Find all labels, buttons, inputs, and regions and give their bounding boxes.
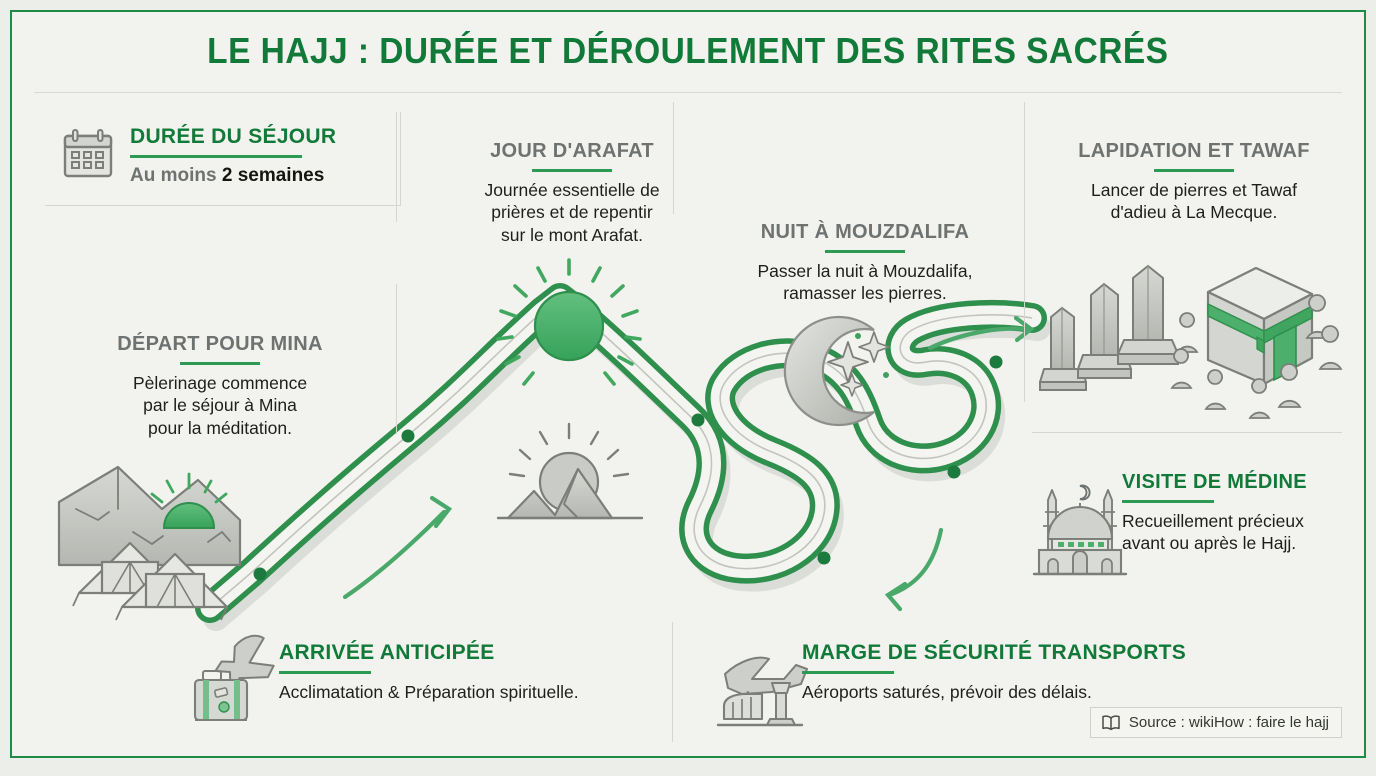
airport-plane-icon <box>716 656 808 727</box>
block-body: Acclimatation & Préparation spirituelle. <box>279 682 579 703</box>
mountain-sun-icon <box>496 422 644 520</box>
duration-title: DURÉE DU SÉJOUR <box>130 125 337 148</box>
block-body: Recueillement précieux avant ou après le… <box>1122 511 1304 554</box>
block-rule <box>1154 169 1234 172</box>
block-title: LAPIDATION ET TAWAF <box>1078 140 1310 162</box>
block-title: NUIT À MOUZDALIFA <box>760 221 970 243</box>
duration-rule <box>130 155 302 159</box>
divider-vertical-center <box>673 102 674 214</box>
block-jour-arafat: JOUR D'ARAFAT Journée essentielle de pri… <box>444 141 700 246</box>
block-body: Passer la nuit à Mouzdalifa, ramasser le… <box>757 261 973 304</box>
road-milestone-dots <box>253 355 1003 581</box>
block-body: Lancer de pierres et Tawaf d'adieu à La … <box>1091 180 1297 223</box>
block-visite-medine: VISITE DE MÉDINE Recueillement précieux … <box>1122 472 1362 555</box>
source-label: Source : wikiHow : faire le hajj <box>1128 714 1329 731</box>
block-rule <box>1122 500 1214 503</box>
divider-vertical-bottom <box>672 622 673 742</box>
block-rule <box>825 250 905 253</box>
block-marge-securite: MARGE DE SÉCURITÉ TRANSPORTS Aéroports s… <box>802 641 1232 703</box>
crescent-moon-stars-icon <box>783 315 890 427</box>
block-body: Pèlerinage commence par le séjour à Mina… <box>132 373 308 438</box>
book-icon <box>1101 714 1121 731</box>
block-rule <box>279 671 371 675</box>
block-title: JOUR D'ARAFAT <box>490 140 654 162</box>
page-title: LE HAJJ : DURÉE ET DÉROULEMENT DES RITES… <box>207 30 1169 71</box>
duration-card: DURÉE DU SÉJOUR Au moins 2 semaines <box>45 112 401 206</box>
block-body: Journée essentielle de prières et de rep… <box>484 180 660 245</box>
header: LE HAJJ : DURÉE ET DÉROULEMENT DES RITES… <box>12 12 1364 90</box>
block-title: ARRIVÉE ANTICIPÉE <box>279 641 495 664</box>
mina-tents-icon <box>57 465 242 621</box>
divider-vertical-right <box>1024 102 1025 402</box>
block-title: MARGE DE SÉCURITÉ TRANSPORTS <box>802 641 1187 664</box>
arrow-forward-left <box>342 495 453 600</box>
block-depart-mina: DÉPART POUR MINA Pèlerinage commence par… <box>90 334 350 439</box>
divider-vertical-left-lower <box>396 284 397 434</box>
duration-subtitle: Au moins 2 semaines <box>130 165 325 187</box>
block-title: VISITE DE MÉDINE <box>1122 471 1307 493</box>
block-nuit-mouzdalifa: NUIT À MOUZDALIFA Passer la nuit à Mouzd… <box>718 222 1012 305</box>
source-chip: Source : wikiHow : faire le hajj <box>1089 707 1342 738</box>
jamarat-pillars-icon <box>1039 264 1179 391</box>
block-arrivee-anticipee: ARRIVÉE ANTICIPÉE Acclimatation & Prépar… <box>279 641 659 703</box>
arafat-sun-icon <box>496 258 642 386</box>
block-lapidation-tawaf: LAPIDATION ET TAWAF Lancer de pierres et… <box>1044 141 1344 224</box>
suitcase-plane-icon <box>193 634 275 722</box>
block-rule <box>532 169 612 172</box>
block-body: Aéroports saturés, prévoir des délais. <box>802 682 1092 703</box>
header-divider <box>34 92 1342 93</box>
arrow-return-bottom <box>884 527 944 612</box>
mosque-icon <box>1032 484 1128 576</box>
infographic-frame: LE HAJJ : DURÉE ET DÉROULEMENT DES RITES… <box>10 10 1366 758</box>
calendar-icon <box>60 126 116 187</box>
block-rule <box>802 671 894 675</box>
block-title: DÉPART POUR MINA <box>117 333 323 355</box>
divider-vertical-left-upper <box>396 112 397 222</box>
block-rule <box>180 362 260 365</box>
arrow-forward-right <box>927 315 1035 351</box>
divider-horizontal-right <box>1032 432 1342 433</box>
